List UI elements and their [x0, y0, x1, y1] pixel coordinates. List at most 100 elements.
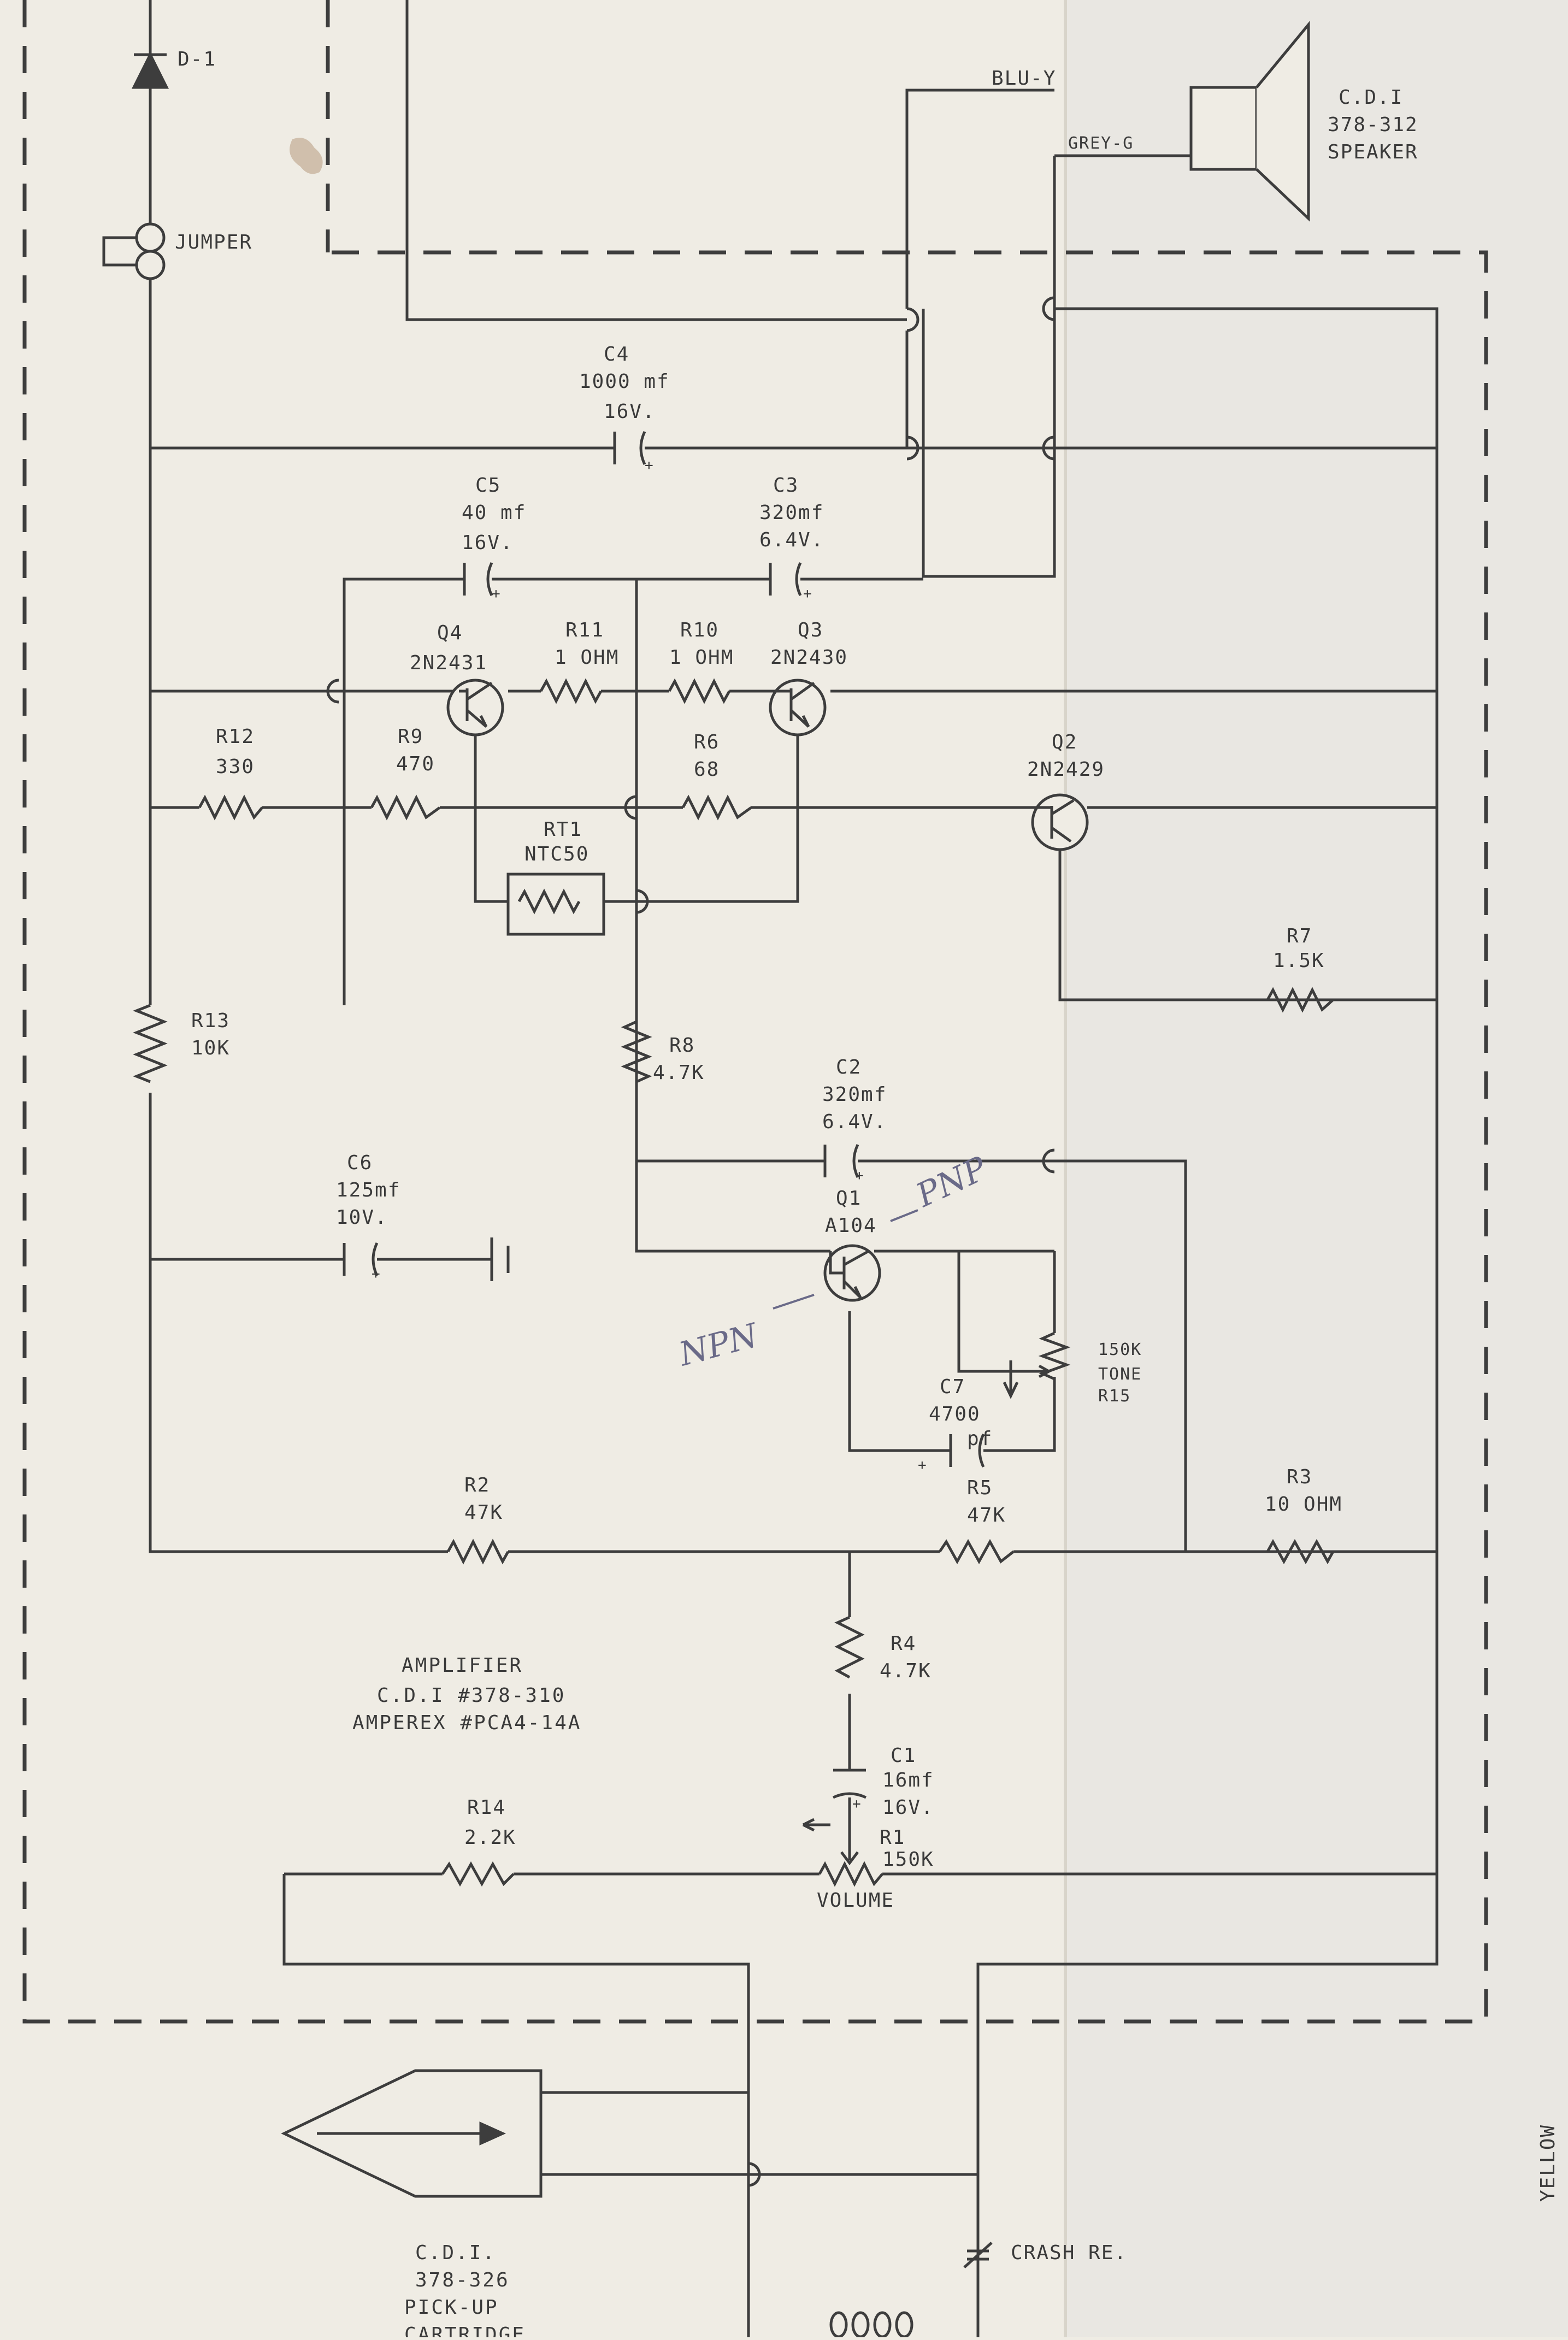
plus-c1: + [852, 1796, 862, 1812]
label-c6-0: C6 [347, 1152, 373, 1174]
label-rt1-0: RT1 [544, 818, 582, 841]
capacitor-c2 [823, 1144, 859, 1178]
label-c5-0: C5 [475, 474, 501, 497]
label-r2-1: 47K [464, 1501, 503, 1524]
plus-c4: + [645, 457, 655, 474]
potentiometer-r1 [802, 1818, 883, 1887]
label-r1-2: VOLUME [817, 1889, 894, 1912]
note-npn: NPN [674, 1316, 763, 1374]
label-r7-1: 1.5K [1273, 950, 1325, 972]
label-r1-0: R1 [880, 1826, 905, 1849]
label-c4-0: C4 [604, 343, 629, 366]
label-r10-1: 1 OHM [669, 646, 734, 669]
label-c4-2: 16V. [604, 400, 656, 423]
label-r4-1: 4.7K [880, 1660, 932, 1682]
label-c5-1: 40 mf [462, 502, 526, 524]
resistor-r5 [938, 1539, 1015, 1565]
label-r6-1: 68 [694, 758, 720, 781]
label-q2-1: 2N2429 [1027, 758, 1105, 781]
label-c1-0: C1 [891, 1744, 916, 1767]
label-cartridge-1: 378-326 [415, 2269, 510, 2291]
resistor-r9 [370, 794, 441, 821]
label-r3-1: 10 OHM [1265, 1493, 1342, 1516]
label-cartridge-0: C.D.I. [415, 2242, 496, 2264]
label-c2-0: C2 [836, 1056, 862, 1078]
label-r13-0: R13 [191, 1010, 230, 1032]
resistor-r13 [133, 1004, 168, 1083]
resistor-r12 [198, 794, 263, 821]
capacitor-c1 [832, 1769, 867, 1799]
label-q1-1: A104 [825, 1215, 877, 1237]
capacitor-c6 [343, 1242, 379, 1277]
battery-icon [490, 1237, 510, 1281]
speaker-icon [1189, 21, 1310, 222]
resistor-r4 [834, 1616, 865, 1679]
label-speaker-2: SPEAKER [1328, 141, 1418, 163]
label-wire-blue: BLU-Y [992, 67, 1056, 90]
plus-c7: + [918, 1457, 928, 1473]
amplifier-title-1: C.D.I #378-310 [377, 1684, 565, 1707]
label-c6-2: 10V. [336, 1206, 388, 1229]
label-r11-1: 1 OHM [555, 646, 619, 669]
label-cartridge-3: CARTRIDGE [404, 2324, 526, 2337]
label-r8-0: R8 [669, 1034, 695, 1057]
label-r15-2: R15 [1098, 1387, 1131, 1406]
capacitor-c4 [613, 431, 646, 465]
resistor-r3 [1266, 1539, 1335, 1565]
crash-relay-icon [963, 2242, 993, 2268]
label-r12-1: 330 [216, 756, 255, 778]
capacitor-c3 [769, 562, 802, 597]
label-d1: D-1 [178, 48, 216, 70]
diode-d1 [131, 51, 169, 89]
wire-crossovers [326, 296, 1055, 2187]
label-r3-0: R3 [1287, 1466, 1312, 1488]
transistor-q1 [823, 1244, 881, 1302]
cartridge-icon [281, 2069, 543, 2198]
label-r1-1: 150K [882, 1848, 934, 1871]
label-c7-2: pf [967, 1428, 993, 1450]
label-yellow: YELLOW [1537, 2124, 1559, 2202]
label-c5-2: 16V. [462, 532, 514, 554]
label-r8-1: 4.7K [653, 1062, 705, 1084]
label-c3-0: C3 [773, 474, 799, 497]
label-r6-0: R6 [694, 731, 720, 753]
label-speaker-0: C.D.I [1339, 86, 1403, 109]
label-c1-2: 16V. [882, 1796, 934, 1819]
label-speaker-1: 378-312 [1328, 114, 1418, 136]
resistor-r10 [668, 678, 731, 704]
plus-c2: + [855, 1168, 865, 1184]
label-c3-2: 6.4V. [759, 529, 824, 551]
label-r11-0: R11 [565, 619, 604, 641]
label-c3-1: 320mf [759, 502, 824, 524]
label-r14-0: R14 [467, 1796, 506, 1819]
thermistor-rt1 [506, 873, 605, 936]
jumper [102, 222, 166, 280]
label-c6-1: 125mf [336, 1179, 400, 1201]
capacitor-c7 [949, 1433, 985, 1468]
label-r2-0: R2 [464, 1474, 490, 1496]
label-r9-1: 470 [396, 753, 435, 775]
amplifier-title-0: AMPLIFIER [402, 1654, 523, 1677]
label-c7-0: C7 [940, 1376, 965, 1398]
resistor-r14 [441, 1861, 515, 1887]
resistor-r7 [1266, 987, 1334, 1013]
label-q4-0: Q4 [437, 622, 463, 644]
ink-stain [290, 138, 323, 174]
label-jumper: JUMPER [175, 231, 252, 254]
label-r10-0: R10 [680, 619, 719, 641]
label-c4-1: 1000 mf [579, 370, 670, 393]
label-wire-grey: GREY-G [1068, 134, 1134, 153]
transistor-q4 [446, 679, 504, 736]
transistor-q3 [769, 679, 827, 736]
capacitor-c5 [463, 562, 493, 597]
label-r5-1: 47K [967, 1504, 1006, 1526]
label-r14-1: 2.2K [464, 1826, 516, 1849]
plus-c5: + [492, 586, 502, 602]
label-crash: CRASH RE. [1011, 2242, 1127, 2264]
label-q3-1: 2N2430 [770, 646, 848, 669]
handwritten-npn-note: NPN [674, 1294, 815, 1374]
label-q3-0: Q3 [798, 619, 823, 641]
label-q2-0: Q2 [1052, 731, 1077, 753]
